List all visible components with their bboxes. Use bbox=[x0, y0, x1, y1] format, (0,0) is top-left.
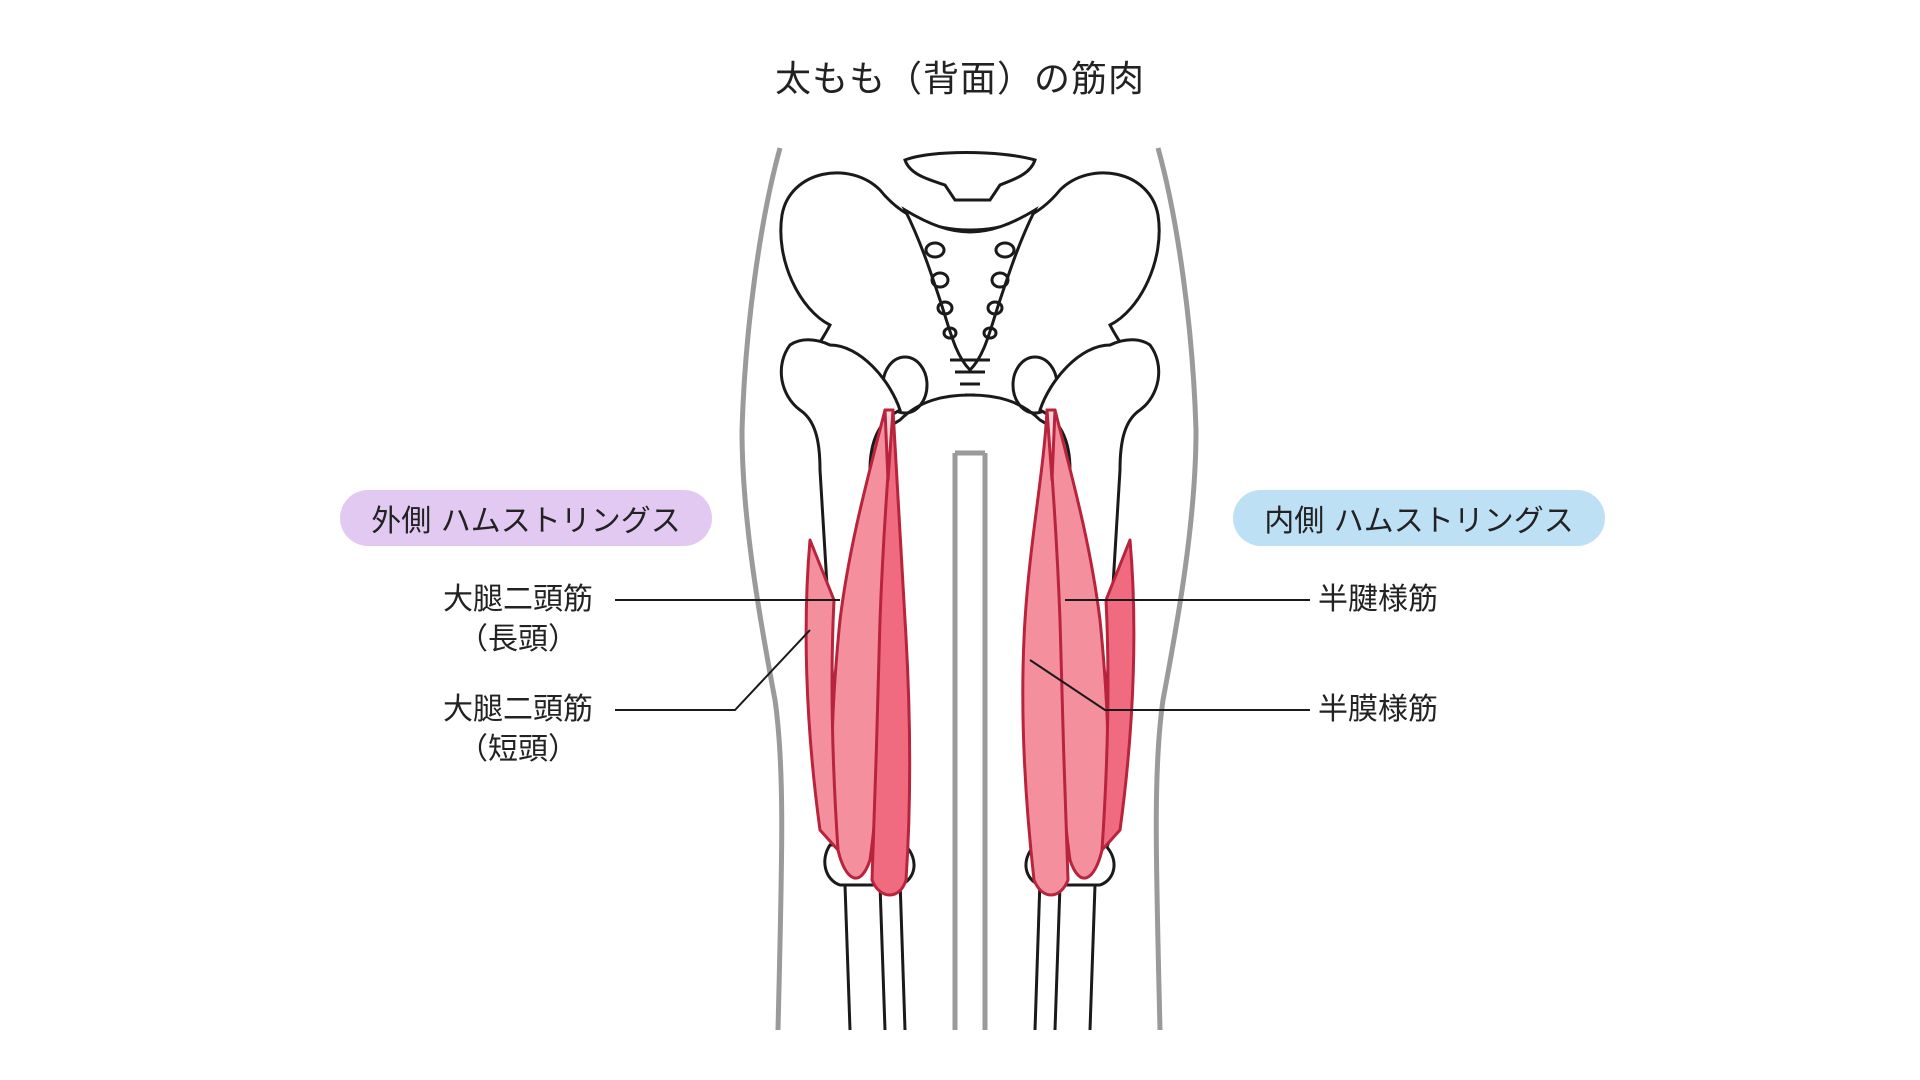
muscle-name: 大腿二頭筋 bbox=[443, 692, 593, 727]
label-biceps-femoris-short-head: 大腿二頭筋 （短頭） bbox=[418, 690, 618, 770]
biceps-femoris-short-head bbox=[804, 538, 840, 852]
label-semimembranosus: 半膜様筋 bbox=[1318, 692, 1438, 727]
muscle-name: 大腿二頭筋 bbox=[443, 582, 593, 617]
leg-outline bbox=[739, 147, 1199, 1031]
leader-semimembranosus bbox=[1029, 659, 1310, 711]
diagram-title: 太もも（背面）の筋肉 bbox=[774, 59, 1145, 100]
lateral-hamstrings-label: 外側 ハムストリングス bbox=[340, 490, 712, 546]
label-biceps-femoris-long-head: 大腿二頭筋 （長頭） bbox=[418, 580, 618, 660]
lower-leg-bones bbox=[823, 843, 1116, 1031]
leader-biceps-short bbox=[615, 629, 811, 711]
leader-lines bbox=[615, 599, 1310, 711]
medial-hamstrings-label: 内側 ハムストリングス bbox=[1233, 490, 1605, 546]
medial-hamstrings-muscles bbox=[1021, 408, 1136, 897]
label-semitendinosus: 半腱様筋 bbox=[1318, 582, 1438, 617]
pelvis-bone bbox=[779, 151, 1161, 432]
muscle-subname: （長頭） bbox=[458, 622, 578, 657]
muscle-subname: （短頭） bbox=[458, 732, 578, 767]
semimembranosus bbox=[1021, 408, 1070, 897]
lateral-hamstrings-muscles bbox=[804, 408, 912, 897]
